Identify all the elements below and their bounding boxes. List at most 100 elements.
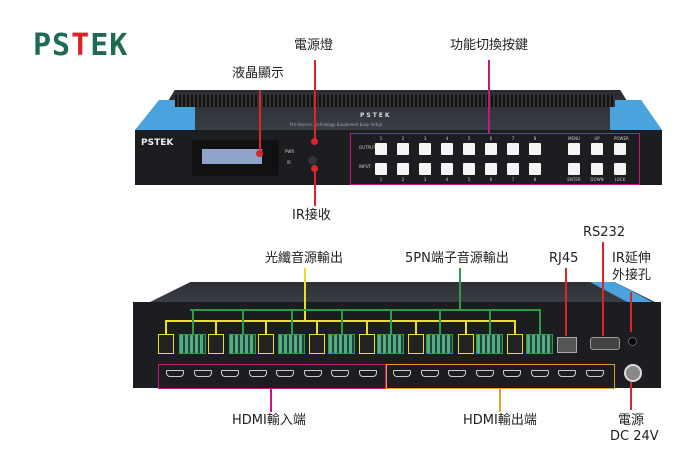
connector-line: [165, 320, 167, 334]
output-button[interactable]: [397, 143, 409, 155]
hdmi-output-port: [558, 370, 576, 377]
audio-terminal: [179, 334, 206, 354]
blue-accent: [610, 100, 662, 130]
button-label: 7: [511, 136, 515, 141]
button-label: 5: [467, 177, 471, 182]
hdmi-output-port: [530, 370, 549, 377]
connector-line: [341, 309, 343, 334]
connector-line: [539, 309, 541, 334]
front-panel: PSTEK PWR IR OUTPUT INPUT: [135, 130, 662, 185]
output-button[interactable]: [375, 143, 387, 155]
connector-line: [514, 320, 516, 334]
connector-line: [215, 320, 217, 334]
pwr-label: PWR: [285, 149, 295, 154]
label-rj45: RJ45: [549, 251, 579, 266]
input-button[interactable]: [419, 163, 431, 175]
rear-top: [150, 282, 655, 302]
button-label: MENU: [568, 136, 580, 141]
button-label: 6: [489, 177, 493, 182]
hdmi-output-port: [475, 370, 494, 377]
label-power-led: 電源燈: [294, 38, 334, 53]
output-button[interactable]: [485, 143, 497, 155]
control-button[interactable]: [591, 143, 603, 155]
function-keys-highlight: [350, 133, 640, 185]
output-button[interactable]: [529, 143, 541, 155]
output-button[interactable]: [441, 143, 453, 155]
optical-port: [208, 334, 224, 354]
button-label: 2: [401, 136, 405, 141]
label-lcd: 液晶顯示: [232, 66, 285, 81]
label-ir-receive: IR接收: [292, 208, 331, 223]
vent: [175, 95, 615, 107]
input-button[interactable]: [507, 163, 519, 175]
hdmi-output-port: [393, 370, 411, 377]
connector-line: [439, 309, 441, 334]
connector-line: [390, 309, 392, 334]
output-button[interactable]: [419, 143, 431, 155]
hdmi-output-highlight: [386, 364, 615, 389]
connector-line: [366, 320, 368, 334]
button-label: 5: [467, 136, 471, 141]
control-button[interactable]: [568, 143, 580, 155]
audio-terminal: [328, 334, 355, 354]
output-button[interactable]: [463, 143, 475, 155]
button-label: DOWN: [590, 177, 604, 182]
output-button[interactable]: [507, 143, 519, 155]
hdmi-input-highlight: [158, 364, 386, 389]
button-label: POWER: [614, 136, 629, 141]
optical-bus: [165, 320, 515, 322]
optical-port: [309, 334, 325, 354]
pstek-logo: PSTEK: [33, 28, 129, 63]
ir-label: IR: [287, 160, 291, 165]
input-button[interactable]: [529, 163, 541, 175]
output-label: OUTPUT: [359, 145, 376, 150]
optical-port: [408, 334, 424, 354]
input-button[interactable]: [375, 163, 387, 175]
audio-terminal: [526, 334, 553, 354]
button-label: 8: [533, 136, 537, 141]
button-label: 8: [533, 177, 537, 182]
ir-ext-port: [628, 337, 637, 346]
button-label: ENTER: [567, 177, 581, 182]
control-button[interactable]: [591, 163, 603, 175]
hdmi-output-port: [448, 370, 466, 377]
control-button[interactable]: [614, 163, 626, 175]
button-label: 3: [423, 177, 427, 182]
label-function-keys: 功能切換按鍵: [450, 38, 529, 53]
control-button[interactable]: [614, 143, 626, 155]
hdmi-input-port: [331, 370, 349, 377]
audio-terminal: [476, 334, 503, 354]
connector-line: [291, 309, 293, 334]
input-button[interactable]: [463, 163, 475, 175]
label-terminal-out: 5PN端子音源輸出: [405, 251, 509, 266]
input-button[interactable]: [397, 163, 409, 175]
panel-brand: PSTEK: [141, 138, 174, 148]
rj45-port: [557, 337, 577, 353]
hdmi-output-port: [503, 370, 521, 377]
optical-port: [258, 334, 274, 354]
terminal-bus: [190, 309, 540, 311]
button-label: 4: [445, 177, 449, 182]
button-label: UP: [594, 136, 600, 141]
audio-terminal: [426, 334, 453, 354]
dc-jack: [624, 364, 642, 382]
label-hdmi-in: HDMI輸入端: [232, 413, 306, 428]
hdmi-input-port: [248, 370, 267, 377]
audio-terminal: [278, 334, 305, 354]
hdmi-input-port: [276, 370, 294, 377]
control-button[interactable]: [568, 163, 580, 175]
optical-port: [507, 334, 523, 354]
input-button[interactable]: [485, 163, 497, 175]
hdmi-input-port: [303, 370, 322, 377]
audio-terminal: [377, 334, 404, 354]
optical-port: [158, 334, 174, 354]
optical-port: [458, 334, 474, 354]
label-ir-ext-2: 外接孔: [612, 268, 652, 283]
rs232-port: [590, 337, 620, 350]
input-button[interactable]: [441, 163, 453, 175]
hdmi-input-port: [358, 370, 377, 377]
lcd-display: [202, 149, 262, 164]
tagline: Pro-Source Technology Equipment Easy Set…: [290, 122, 383, 127]
label-optical-out: 光纖音源輸出: [265, 251, 344, 266]
optical-port: [359, 334, 375, 354]
